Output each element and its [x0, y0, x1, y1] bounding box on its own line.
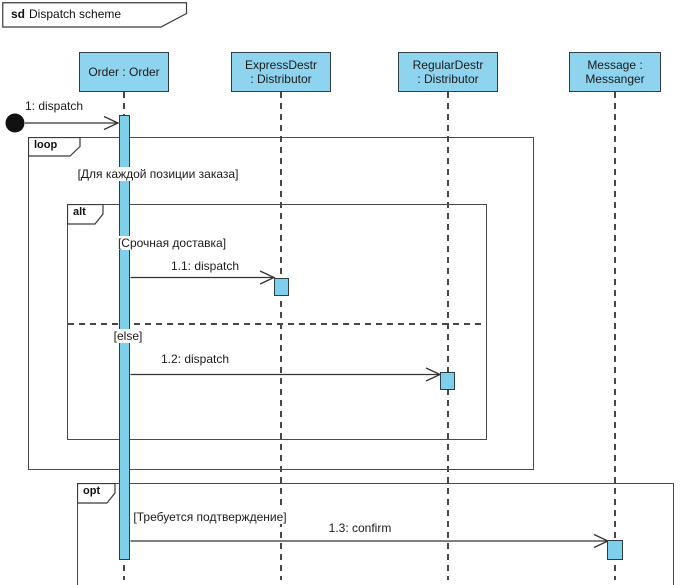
opt-operator-text: opt: [83, 485, 101, 497]
lifeline-head-express-type: : Distributor: [250, 72, 312, 86]
lifeline-head-regular-name: RegularDestr: [412, 58, 484, 72]
activation-message: [607, 540, 623, 560]
lifeline-head-express-name: ExpressDestr: [244, 58, 318, 72]
lifeline-head-message: Message : Messanger: [569, 52, 661, 92]
lifeline-head-order: Order : Order: [79, 52, 169, 92]
activation-express-destr: [274, 278, 289, 296]
loop-operator-label: loop: [28, 137, 81, 157]
alt-divider: [68, 323, 486, 325]
lifeline-head-order-label: Order : Order: [88, 65, 160, 79]
alt-operator-text: alt: [73, 206, 86, 218]
lifeline-regular-destr: [447, 92, 449, 580]
pentagon-shape: [28, 137, 81, 157]
lifeline-head-express-destr: ExpressDestr : Distributor: [231, 52, 331, 92]
found-message-dot: [5, 113, 25, 133]
lifeline-head-message-name: Message :: [587, 58, 643, 72]
alt-guard-else: [else]: [111, 329, 145, 343]
lifeline-head-regular-destr: RegularDestr : Distributor: [398, 52, 498, 92]
lifeline-head-message-type: Messanger: [585, 72, 645, 86]
loop-fragment-frame: loop: [28, 137, 534, 470]
message-label-1: 1: dispatch: [23, 99, 86, 113]
message-label-1-1: 1.1: dispatch: [168, 259, 242, 273]
lifeline-head-regular-type: : Distributor: [417, 72, 479, 86]
lifeline-message: [614, 92, 616, 580]
loop-guard: [Для каждой позиции заказа]: [75, 167, 241, 181]
opt-guard: [Требуется подтверждение]: [131, 510, 289, 524]
opt-operator-label: opt: [77, 483, 116, 504]
message-label-1-2: 1.2: dispatch: [158, 352, 232, 366]
alt-guard-if: [Срочная доставка]: [115, 236, 229, 250]
alt-operator-label: alt: [67, 204, 104, 225]
opt-fragment-frame: opt: [77, 483, 674, 585]
message-label-1-3: 1.3: confirm: [326, 521, 394, 535]
loop-operator-text: loop: [34, 139, 58, 151]
diagram-title-keyword: sd: [11, 7, 26, 21]
pentagon-shape: [67, 204, 104, 225]
activation-regular-destr: [440, 372, 455, 390]
lifeline-express-destr: [280, 92, 282, 580]
diagram-title-text: Dispatch scheme: [29, 7, 122, 21]
alt-fragment-frame: alt: [67, 204, 487, 440]
pentagon-shape: [2, 2, 188, 28]
pentagon-shape: [77, 483, 116, 504]
message-arrow-dispatch-1: [25, 115, 120, 131]
